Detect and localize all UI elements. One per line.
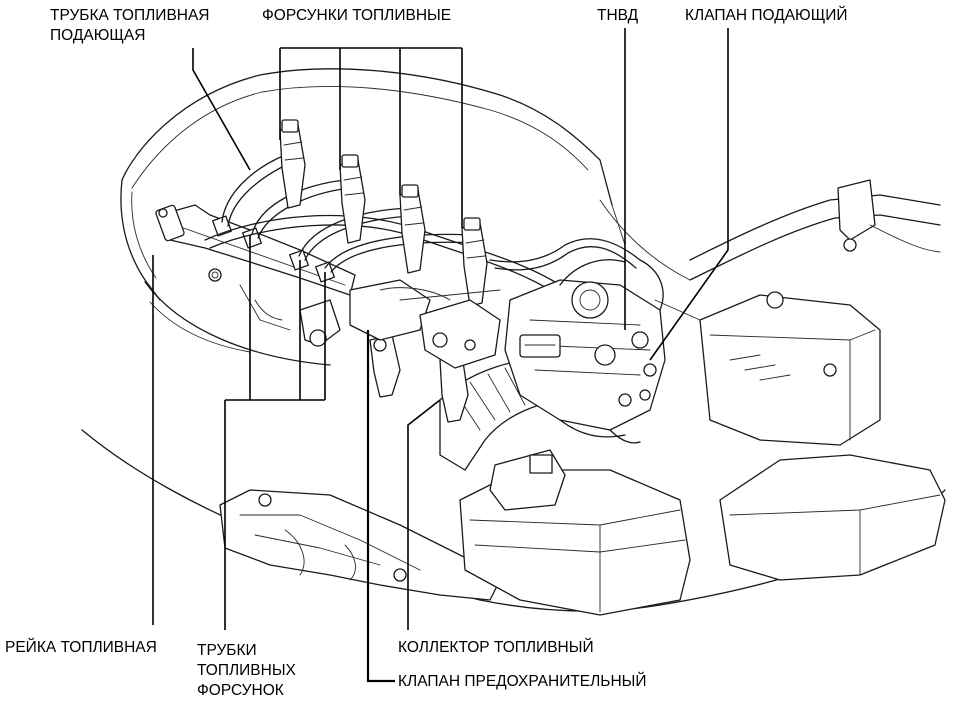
label-supply-valve: КЛАПАН ПОДАЮЩИЙ	[685, 7, 848, 24]
label-injector-tubes-3: ФОРСУНОК	[197, 682, 284, 699]
label-fuel-injectors: ФОРСУНКИ ТОПЛИВНЫЕ	[262, 7, 452, 24]
injector-3	[399, 184, 426, 274]
leader-fuel-injectors	[279, 47, 463, 228]
leader-lines	[152, 28, 729, 683]
label-fuel-supply-tube-1: ТРУБКА ТОПЛИВНАЯ	[50, 7, 210, 24]
injector-1	[279, 119, 306, 209]
battery	[699, 294, 881, 446]
hp-pump-body	[504, 279, 666, 444]
label-injector-tubes-2: ТОПЛИВНЫХ	[197, 662, 296, 679]
lower-bracket	[219, 489, 501, 601]
label-fuel-supply-tube-2: ПОДАЮЩАЯ	[50, 27, 146, 44]
leader-fuel-manifold	[407, 399, 441, 630]
label-fuel-rail: РЕЙКА ТОПЛИВНАЯ	[5, 639, 157, 656]
injector-2	[339, 154, 366, 244]
leader-safety-valve	[366, 330, 395, 683]
label-injector-tubes-1: ТРУБКИ	[197, 642, 257, 659]
engine-illustration	[81, 68, 946, 616]
label-hp-pump: ТНВД	[597, 7, 639, 24]
injector-4	[461, 217, 488, 307]
fuse-box	[719, 454, 946, 581]
engine-cover	[121, 68, 613, 206]
leader-injector-tubes	[224, 235, 326, 630]
leader-supply-valve	[649, 28, 729, 361]
label-safety-valve: КЛАПАН ПРЕДОХРАНИТЕЛЬНЫЙ	[398, 673, 647, 690]
label-fuel-manifold: КОЛЛЕКТОР ТОПЛИВНЫЙ	[398, 639, 594, 656]
leader-fuel-supply-tube	[192, 48, 251, 171]
fuel-rail	[159, 204, 356, 296]
